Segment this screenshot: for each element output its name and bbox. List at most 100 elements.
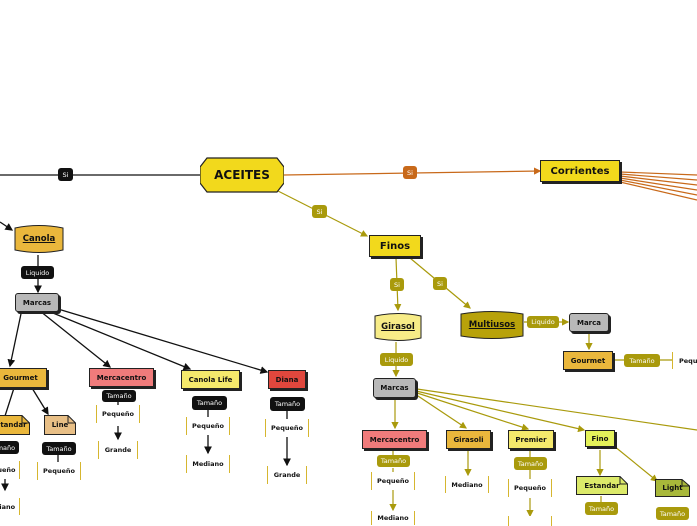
corrientes-edges — [283, 167, 697, 201]
pequeno-text: Pequeño — [43, 467, 75, 475]
tamano-label-mercacentro-canola: Tamaño — [102, 390, 136, 402]
node-canola[interactable]: Canola — [14, 223, 64, 255]
si-label-finos: Si — [312, 205, 327, 218]
node-gourmet-multiusos[interactable]: Gourmet — [563, 351, 613, 370]
finos-label: Finos — [379, 240, 411, 252]
canola-life-label: Canola Life — [188, 375, 233, 384]
node-estandar-fino[interactable]: Estandar — [576, 476, 628, 495]
node-marcas-canola[interactable]: Marcas — [15, 293, 59, 312]
diana-label: Diana — [275, 375, 299, 384]
tamano-label-light: Tamaño — [656, 507, 689, 520]
pequeno-estandar-canola: Pequeño — [0, 461, 20, 479]
pequeno-text: Pequeño — [377, 477, 409, 485]
pequeno-text: Pequeño — [514, 484, 546, 492]
girasoli-label: Girasoli — [453, 435, 484, 444]
grande-text: Grande — [273, 471, 301, 479]
node-multiusos[interactable]: Multiusos — [460, 309, 524, 341]
mediano-girasoli: Mediano — [445, 476, 489, 493]
tamano-label-estandar-canola: Tamaño — [0, 441, 19, 454]
mediano-canola-life: Mediano — [186, 455, 230, 473]
pequeno-gourmet-multiusos: Pequeño — [672, 352, 697, 369]
tamano-label-line: Tamaño — [42, 442, 76, 455]
node-diana[interactable]: Diana — [268, 370, 306, 389]
mercacentro-girasol-label: Mercacentro — [369, 435, 420, 444]
node-canola-life[interactable]: Canola Life — [181, 370, 240, 389]
fino-label: Fino — [591, 434, 609, 443]
pequeno-canola-life: Pequeño — [186, 417, 230, 435]
pequeno-mercacentro-girasol: Pequeño — [371, 472, 415, 490]
root-label: ACEITES — [214, 168, 270, 182]
node-gourmet-canola[interactable]: Gourmet — [0, 368, 47, 388]
si-label-multiusos: Si — [433, 277, 447, 290]
tamano-label-estandar-fino: Tamaño — [585, 502, 618, 515]
light-shape — [655, 479, 690, 497]
pequeno-diana: Pequeño — [265, 419, 309, 437]
canola-cylinder — [14, 225, 64, 253]
multiusos-label: Multiusos — [468, 320, 516, 330]
tamano-label-gourmet-multiusos: Tamaño — [624, 354, 660, 367]
liquido-label-girasol: Liquido — [380, 353, 413, 366]
tamano-label-diana: Tamaño — [270, 397, 305, 411]
node-finos[interactable]: Finos — [369, 235, 421, 257]
mercacentro-canola-label: Mercacentro — [96, 373, 147, 382]
node-line[interactable]: Line — [44, 415, 76, 435]
finos-edges — [275, 189, 697, 518]
node-girasol[interactable]: Girasol — [374, 311, 422, 343]
mediano-mercacentro-girasol: Mediano — [371, 511, 415, 525]
tamano-label-canola-life: Tamaño — [192, 396, 227, 410]
root-node-aceites[interactable]: ACEITES — [200, 157, 284, 193]
girasol-cylinder — [374, 313, 422, 341]
pequeno-premier: Pequeño — [508, 479, 552, 497]
multiusos-cylinder — [460, 311, 524, 339]
pequeno-text: Pequeño — [192, 422, 224, 430]
node-marca[interactable]: Marca — [569, 313, 609, 332]
estandar-canola-label: Estandar — [0, 421, 27, 429]
grande-text: Grande — [104, 446, 132, 454]
grande-diana: Grande — [267, 466, 307, 484]
gourmet-multiusos-label: Gourmet — [570, 356, 606, 365]
liquido-label-multiusos: Liquido — [527, 316, 559, 328]
mediano-text: Mediano — [0, 502, 16, 511]
marcas-girasol-label: Marcas — [380, 384, 409, 392]
estandar-canola-shape — [0, 415, 30, 435]
line-shape — [44, 415, 76, 435]
node-marcas-girasol[interactable]: Marcas — [373, 378, 416, 398]
corrientes-label: Corrientes — [550, 165, 610, 177]
mediano-text: Mediano — [451, 480, 483, 489]
pequeno-text: Pequeño — [0, 466, 16, 474]
marcas-canola-label: Marcas — [22, 298, 52, 307]
liquido-label-canola: Liquido — [21, 266, 54, 279]
marca-label: Marca — [576, 318, 601, 327]
root-hexagon — [200, 157, 284, 193]
pequeno-text: Pequeño — [679, 356, 697, 365]
line-label: Line — [51, 421, 69, 429]
node-mercacentro-canola[interactable]: Mercacentro — [89, 368, 154, 387]
node-mercacentro-girasol[interactable]: Mercacentro — [362, 430, 427, 449]
si-label-girasol: Si — [390, 278, 404, 291]
estandar-fino-label: Estandar — [584, 481, 620, 490]
mediano-text: Mediano — [377, 514, 409, 522]
pequeno-text: Pequeño — [271, 424, 303, 432]
mediano-text: Mediano — [192, 460, 224, 468]
pequeno-text: Pequeño — [102, 410, 134, 418]
premier-label: Premier — [515, 435, 547, 444]
light-label: Light — [662, 484, 683, 492]
left-branch-edges — [0, 174, 291, 492]
node-girasoli[interactable]: Girasoli — [446, 430, 491, 449]
bracket-premier-bottom — [508, 516, 552, 526]
gourmet-canola-label: Gourmet — [3, 374, 38, 382]
node-light[interactable]: Light — [655, 479, 690, 497]
grande-mercacentro-canola: Grande — [98, 441, 138, 459]
estandar-fino-shape — [576, 476, 628, 495]
tamano-label-mercacentro-girasol: Tamaño — [377, 455, 410, 467]
node-estandar-canola[interactable]: Estandar — [0, 415, 30, 435]
node-fino[interactable]: Fino — [585, 430, 615, 447]
si-label-corrientes: Si — [403, 166, 417, 179]
node-corrientes[interactable]: Corrientes — [540, 160, 620, 182]
si-label-left: Si — [58, 168, 73, 181]
pequeno-line: Pequeño — [37, 462, 81, 480]
girasol-label: Girasol — [381, 322, 415, 332]
tamano-label-premier: Tamaño — [514, 457, 547, 470]
node-premier[interactable]: Premier — [508, 430, 554, 449]
